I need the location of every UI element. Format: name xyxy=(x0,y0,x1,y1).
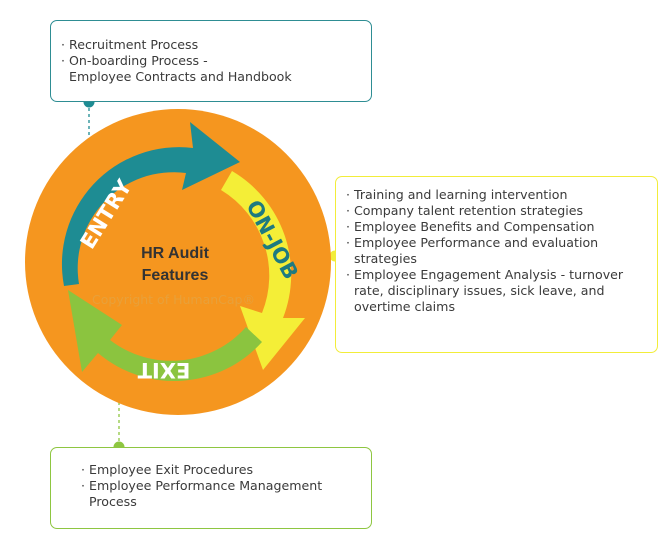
entry-item: Employee Contracts and Handbook xyxy=(61,69,292,84)
onjob-features-box: · Training and learning intervention · C… xyxy=(335,176,658,353)
exit-item: Process xyxy=(81,494,137,509)
onjob-item: · Company talent retention strategies xyxy=(346,203,584,218)
exit-label: EXIT xyxy=(137,358,190,382)
center-title: HR Audit Features xyxy=(110,243,240,287)
onjob-item: rate, disciplinary issues, sick leave, a… xyxy=(346,283,605,298)
exit-features-box: · Employee Exit Procedures · Employee Pe… xyxy=(50,447,372,529)
onjob-item: · Employee Engagement Analysis - turnove… xyxy=(346,267,624,282)
exit-item: · Employee Performance Management xyxy=(81,478,323,493)
entry-item: · On-boarding Process - xyxy=(61,53,208,68)
center-title-line1: HR Audit xyxy=(141,245,209,262)
onjob-arrow xyxy=(221,171,305,370)
exit-item: · Employee Exit Procedures xyxy=(81,462,254,477)
onjob-item: · Employee Performance and evaluation xyxy=(346,235,599,250)
onjob-item: strategies xyxy=(346,251,417,266)
entry-item: · Recruitment Process xyxy=(61,37,199,52)
onjob-item: · Employee Benefits and Compensation xyxy=(346,219,595,234)
entry-features-box: · Recruitment Process · On-boarding Proc… xyxy=(50,20,372,102)
center-title-line2: Features xyxy=(141,267,209,284)
entry-arrow xyxy=(61,122,241,286)
copyright-watermark: Copyright of HumanCap® xyxy=(92,292,255,307)
onjob-item: overtime claims xyxy=(346,299,456,314)
onjob-item: · Training and learning intervention xyxy=(346,187,568,202)
exit-arrow xyxy=(68,290,262,382)
